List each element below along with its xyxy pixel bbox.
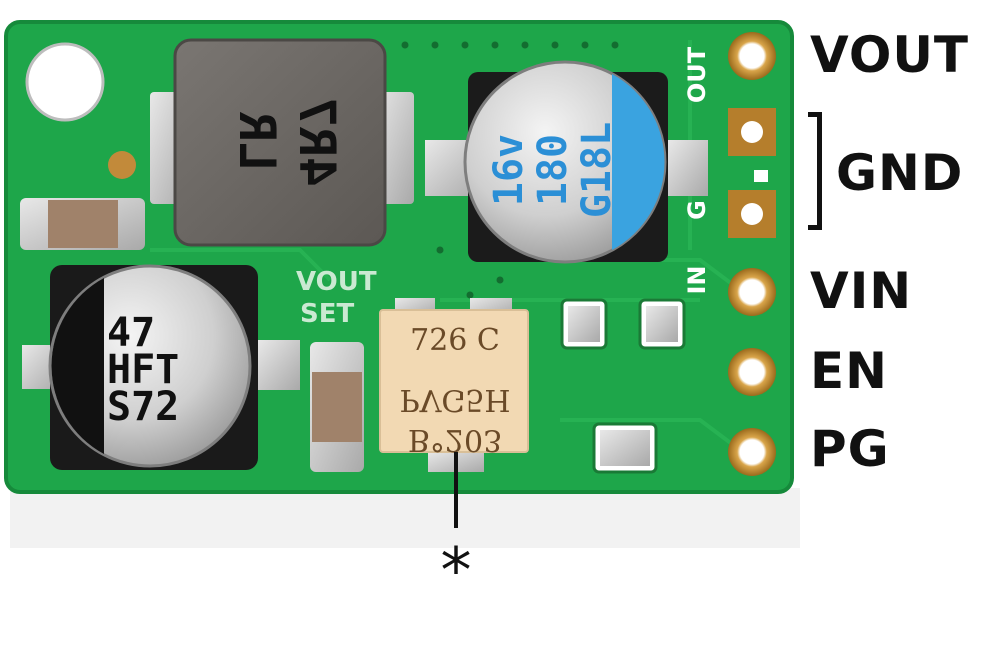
via-row <box>401 41 619 299</box>
ceramic-capacitor-middle <box>310 342 364 472</box>
pin-label-pg: PG <box>810 420 890 478</box>
inductor: 4R7 LR <box>150 38 414 247</box>
pad-pg <box>728 428 776 476</box>
small-smd-components <box>560 298 686 474</box>
pad-vin <box>728 268 776 316</box>
silkscreen-vout-set-line2: SET <box>300 299 354 329</box>
pot-marking-line2: PVG5H <box>399 382 510 417</box>
silkscreen-vout-set-line1: VOUT <box>296 267 377 297</box>
silkscreen-gnd-mark <box>754 170 768 182</box>
trimmer-potentiometer: 726 C PVG5H B°203 <box>379 298 529 472</box>
gnd-bracket <box>808 112 822 230</box>
blue-cap-marking-line1: 16v <box>486 134 532 206</box>
electrolytic-capacitor-blue: 16v 180 G18L <box>425 60 708 264</box>
ceramic-capacitor-top-left <box>20 198 145 250</box>
left-cap-marking-line1: 47 <box>107 310 155 356</box>
left-cap-marking-line2: HFT <box>107 347 179 393</box>
electrolytic-capacitor-left: 47 HFT S72 <box>22 264 300 470</box>
left-cap-marking-line3: S72 <box>107 384 179 430</box>
header-pin-pads <box>728 32 776 476</box>
silkscreen-g: G <box>683 200 711 220</box>
blue-cap-marking-line3: G18L <box>574 122 620 218</box>
pot-marking-line1: 726 C <box>410 323 500 358</box>
pin-label-vout: VOUT <box>810 26 970 84</box>
inductor-marking-line2: LR <box>228 111 286 172</box>
test-pad <box>108 151 136 179</box>
mounting-hole <box>25 42 105 122</box>
pad-vout <box>728 32 776 80</box>
silkscreen-out: OUT <box>683 46 711 103</box>
callout-asterisk: * <box>440 534 472 607</box>
pad-en <box>728 348 776 396</box>
blue-cap-marking-line2: 180 <box>530 134 576 206</box>
pot-marking-line3: B°203 <box>408 422 502 457</box>
pin-label-en: EN <box>810 342 889 400</box>
inductor-marking-line1: 4R7 <box>288 97 346 187</box>
pin-label-gnd: GND <box>836 144 964 202</box>
board-shadow <box>10 488 800 548</box>
silkscreen-in: IN <box>683 265 711 294</box>
pin-label-vin: VIN <box>810 262 913 320</box>
